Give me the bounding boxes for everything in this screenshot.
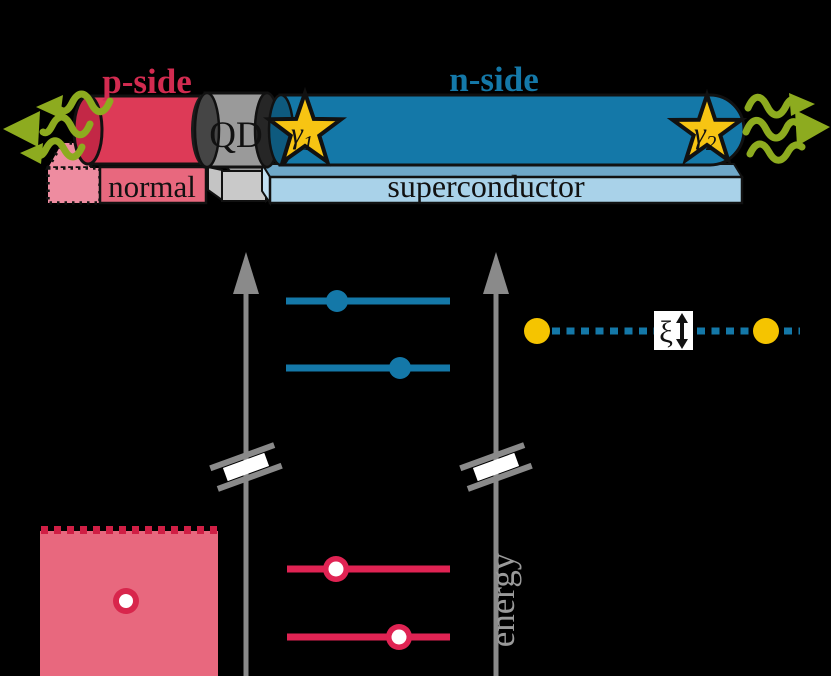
qd-cylinder-left-cap [193,91,221,169]
gamma1-symbol: γ [291,117,304,150]
xi-label: ξ [659,314,673,349]
photon-arrowhead-icon [3,111,40,147]
qd-cylinder: QD [191,91,281,169]
axis-break-icon [459,442,533,492]
photon-wave-icon [55,90,114,116]
photon-arrowhead-icon [789,93,815,116]
gamma2-symbol: γ [694,117,707,150]
device-schematic: superconductor QD γ1 γ2 [3,60,830,207]
superconductor-front-face [268,175,744,205]
gamma1-subscript: 1 [303,131,314,155]
updown-arrow-top-head [676,313,688,323]
dotted-extension-front-face [46,166,102,205]
gamma2-subscript: 2 [706,131,717,155]
fermi-sea [40,526,218,676]
energy-axis-right [459,252,533,676]
photon-arrowhead-icon [795,110,830,146]
n-side-cylinder [267,93,746,167]
photon-wave-icon [744,93,800,119]
majorana-star-icon [263,86,347,167]
axis-break-line [216,462,283,492]
normal-label: normal [108,169,196,204]
hole-levels [287,556,450,650]
hole-circle [391,629,407,645]
n-cylinder-body [278,93,746,167]
majorana-star-2: γ2 [666,88,748,166]
photon-wave-icon [39,113,94,139]
updown-arrow-bottom-head [676,339,688,349]
gamma2-label: γ2 [694,117,717,155]
superconductor-bar: superconductor [260,160,744,207]
axis-break-line [459,442,526,472]
qd-box-left-face [207,165,223,202]
photon-arrows-right [742,93,830,164]
n-side-label: n-side [449,60,538,99]
energy-diagram: ξ energy [40,252,800,676]
photon-wave-icon [742,116,801,142]
hole-circle [119,594,133,608]
majorana-star-1: γ1 [263,86,347,167]
normal-bar [98,165,208,205]
axis-break-gap [222,452,270,482]
majorana-level: ξ [524,311,800,350]
energy-axis-label: energy [483,552,522,647]
electron-dot [389,357,411,379]
gamma1-label: γ1 [291,117,313,155]
axis-break-line [466,462,533,492]
majorana-star-icon [666,88,748,166]
axis-arrowhead-icon [483,252,509,294]
xi-box [654,311,693,350]
p-side-label: p-side [102,62,191,101]
hole-circle [328,561,344,577]
photon-wave-icon [746,140,806,164]
axis-break-line [209,442,276,472]
electron-levels [286,290,450,379]
photon-arrowhead-icon [20,143,43,164]
electron-dot [326,290,348,312]
majorana-dot-left [524,318,550,344]
qd-label: QD [209,115,262,156]
qd-box-front-face [221,170,267,202]
updown-arrow-icon [676,313,688,349]
superconductor-label: superconductor [387,168,585,204]
axis-arrowhead-icon [233,252,259,294]
axis-break-icon [209,442,283,492]
photon-arrowhead-icon [36,95,63,118]
photon-arrows-left [3,90,114,164]
majorana-dot-right [753,318,779,344]
energy-axis-left [209,252,283,676]
axis-break-gap [472,452,520,482]
